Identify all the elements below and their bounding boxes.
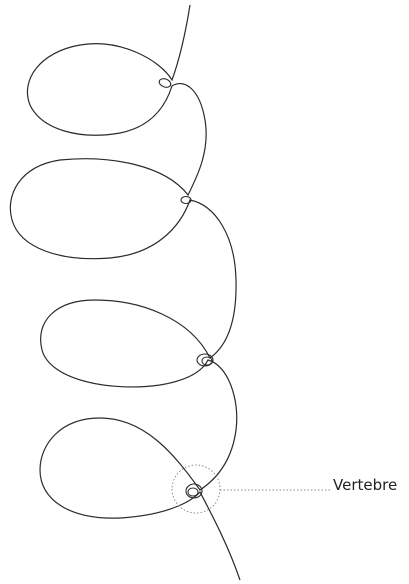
callout-label-vertebre: Vertebre bbox=[333, 478, 397, 493]
spine-curve bbox=[10, 5, 240, 580]
knot-4-inner bbox=[188, 488, 198, 496]
knot-1 bbox=[158, 77, 172, 89]
